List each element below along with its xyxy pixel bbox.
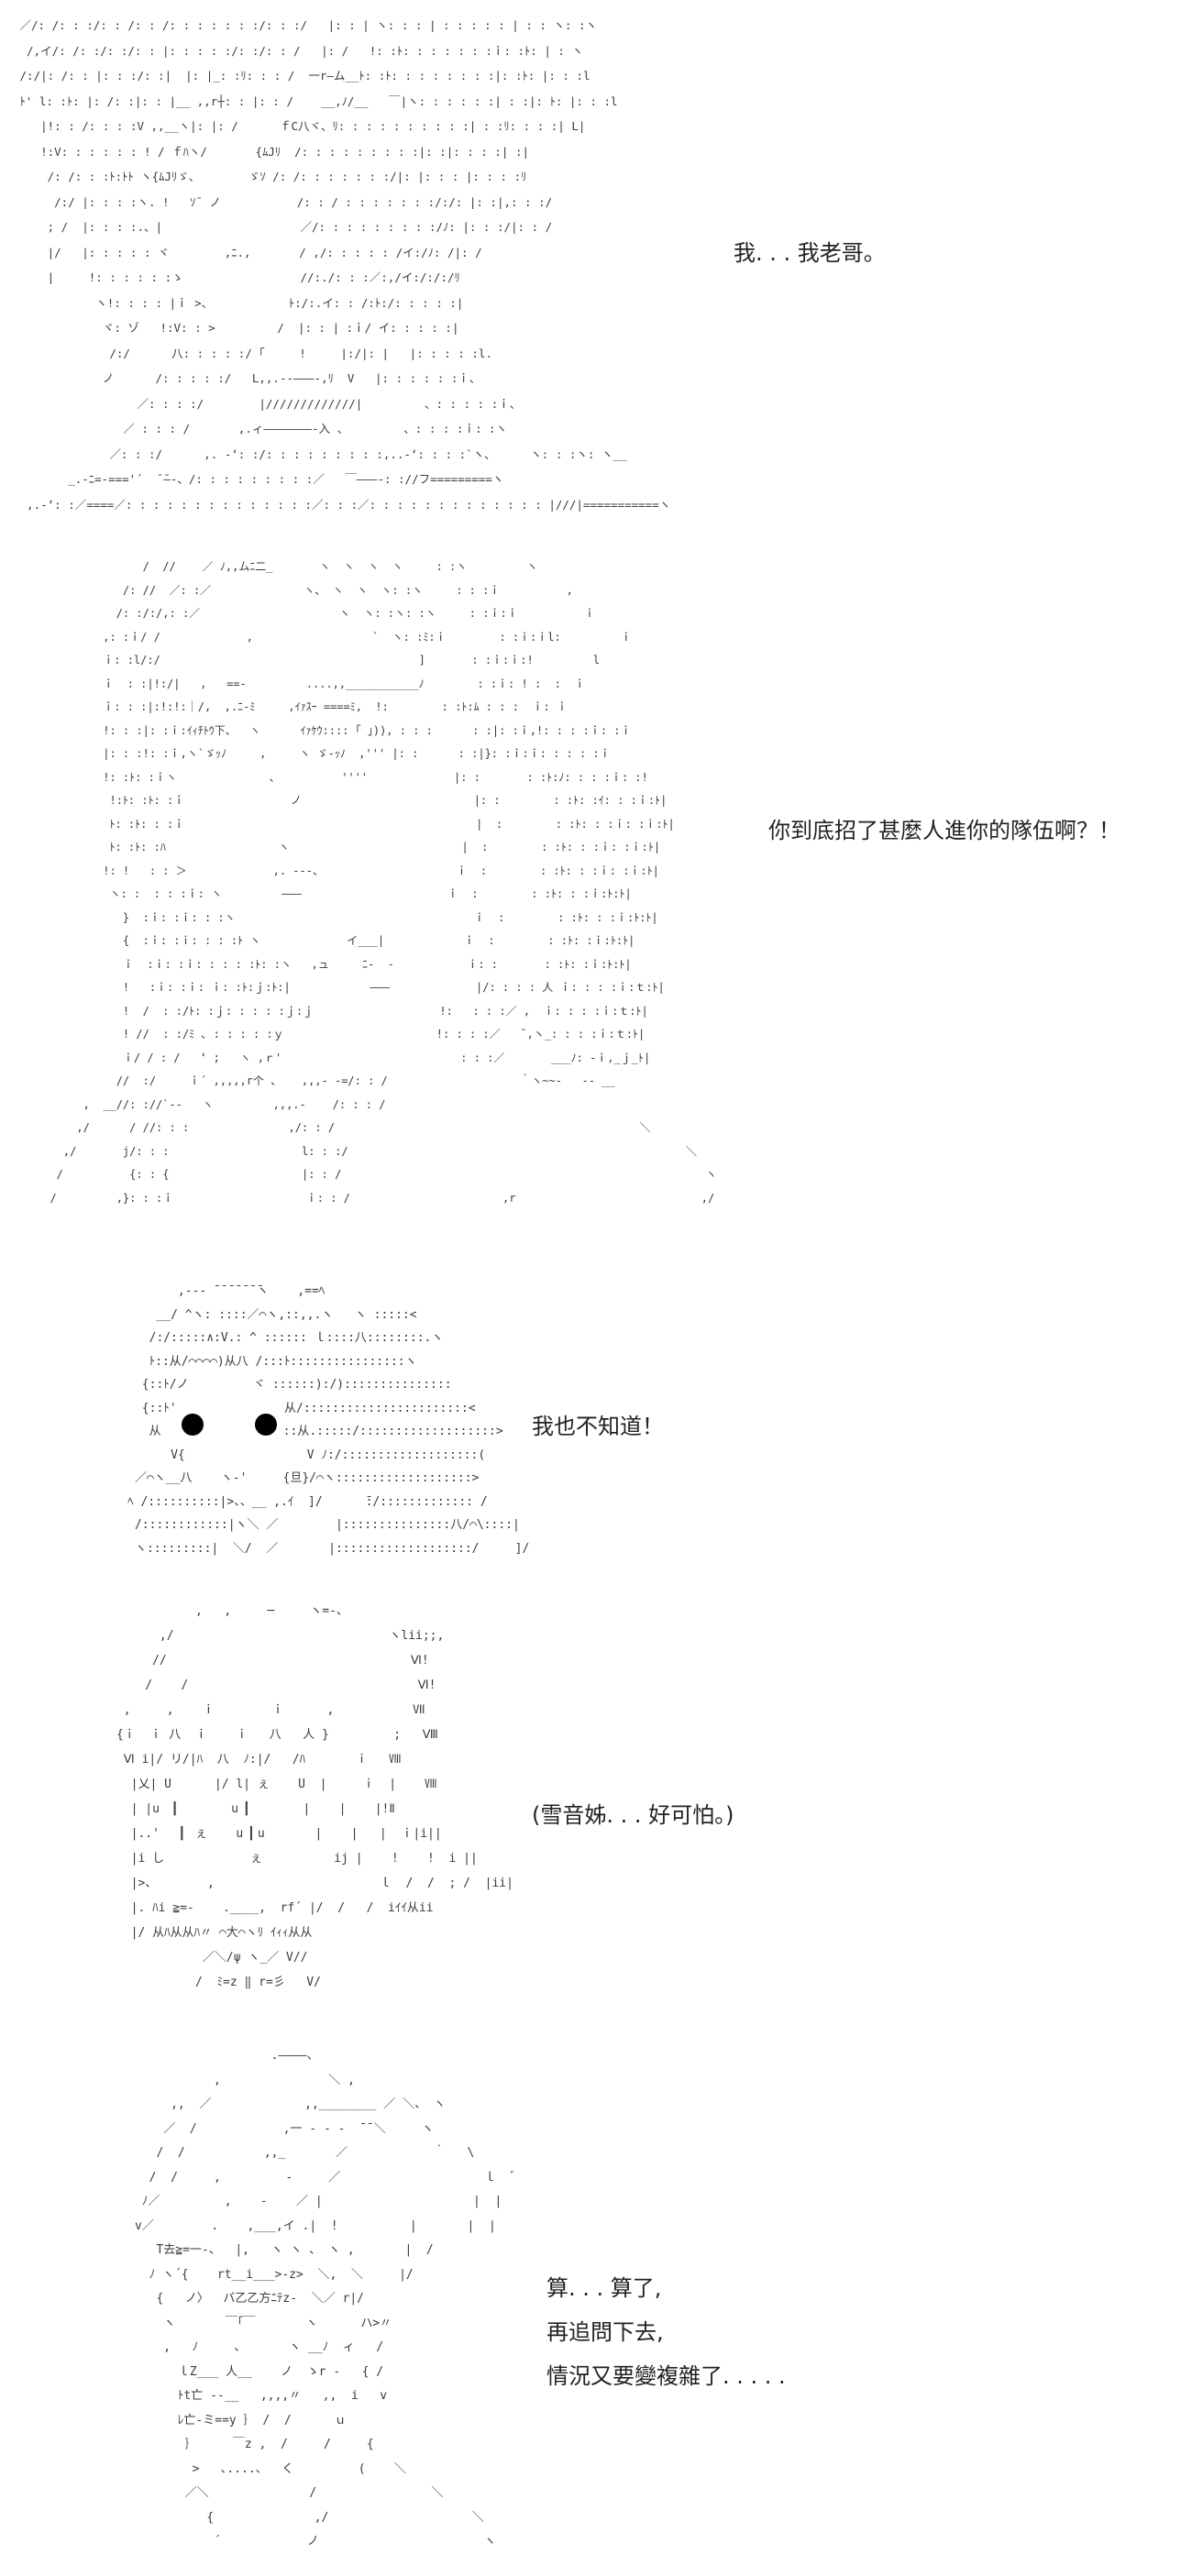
dialogue-line-1: 算. . . 算了, bbox=[546, 2275, 662, 2301]
dialogue-forget-it: 算. . . 算了, 再追問下去, 情況又要變複雜了. . . . . bbox=[546, 2266, 786, 2398]
panel-sister-question: / // ／ ﾉ,,ムﾆ二_ ヽ ヽ ヽ ヽ : :ヽ ヽ /: // ／: :… bbox=[0, 550, 1192, 1256]
ascii-art-character-sister-tired: .――――、 , ＼ , ,, ／ ,,________ ／ ＼、 ヽ ／ / … bbox=[134, 2049, 516, 2548]
dialogue-line: 我也不知道！ bbox=[532, 1414, 664, 1439]
chibi-right-eye-icon bbox=[255, 1414, 277, 1436]
panel-yukine-scared: , , ─ ヽ=-、 ,/ ヽlii;;, // Ⅵ! / / Ⅵ! , , ｉ bbox=[0, 1577, 1192, 2035]
dialogue-line-2: 再追問下去, bbox=[546, 2319, 664, 2345]
dialogue-line-3: 情況又要變複雜了. . . . . bbox=[546, 2363, 786, 2389]
dialogue-sister-question: 你到底招了甚麼人進你的隊伍啊？！ bbox=[768, 809, 1120, 853]
dialogue-yukine-scared: (雪音姊. . . 好可怕。) bbox=[532, 1793, 734, 1837]
dialogue-line: 我. . . 我老哥。 bbox=[734, 240, 886, 266]
panel-chibi-unsure: ,-‐‐ ̄ ̄ ̄ ̄ ̄ ̄ ̄ヽ ,==ﾍ __/ ^ヽ: ::::／⌒ヽ… bbox=[0, 1256, 1192, 1577]
dialogue-chibi-unsure: 我也不知道！ bbox=[532, 1404, 664, 1448]
panel-forget-it: .――――、 , ＼ , ,, ／ ,,________ ／ ＼、 ヽ ／ / … bbox=[0, 2035, 1192, 2576]
ascii-art-chibi-character: ,-‐‐ ̄ ̄ ̄ ̄ ̄ ̄ ̄ヽ ,==ﾍ __/ ^ヽ: ::::／⌒ヽ… bbox=[127, 1284, 530, 1556]
ascii-art-character-yukine: , , ─ ヽ=-、 ,/ ヽlii;;, // Ⅵ! / / Ⅵ! , , ｉ bbox=[116, 1604, 513, 1989]
ascii-art-character-sister: / // ／ ﾉ,,ムﾆ二_ ヽ ヽ ヽ ヽ : :ヽ ヽ /: // ／: :… bbox=[50, 560, 717, 1205]
chibi-left-eye-icon bbox=[182, 1414, 204, 1436]
dialogue-line: (雪音姊. . . 好可怕。) bbox=[532, 1802, 734, 1828]
ascii-art-character-brother: ／/: /: : :/: : /: : /: : : : : : :/: : :… bbox=[19, 18, 671, 512]
dialogue-line: 你到底招了甚麼人進你的隊伍啊？！ bbox=[768, 818, 1120, 843]
panel-brother: ／/: /: : :/: : /: : /: : : : : : :/: : :… bbox=[0, 0, 1192, 550]
dialogue-brother: 我. . . 我老哥。 bbox=[734, 231, 886, 275]
